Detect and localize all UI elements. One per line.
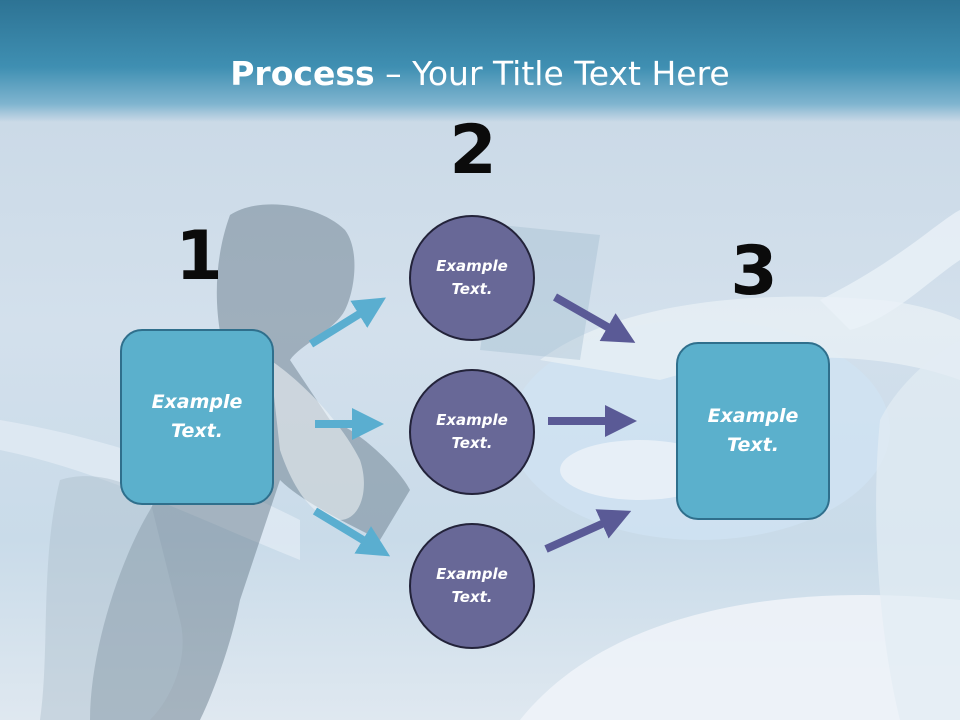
step-1-box: Example Text.	[120, 329, 274, 505]
arrow-box1-to-circle3	[312, 507, 391, 557]
step-3-box-text: Example Text.	[707, 405, 799, 456]
header-band	[0, 0, 960, 122]
slide-title: Process – Your Title Text Here	[0, 52, 960, 96]
step-number-2: 2	[449, 111, 497, 190]
circle-middle-text: Example Text.	[436, 411, 508, 452]
title-rest: – Your Title Text Here	[374, 54, 730, 93]
step-number-1: 1	[175, 217, 223, 296]
arrow-circle1-to-box3	[553, 293, 636, 343]
circle-bottom-text: Example Text.	[436, 565, 508, 606]
title-bold: Process	[230, 54, 375, 93]
step-2-circle-top: Example Text.	[409, 215, 535, 341]
step-3-box: Example Text.	[676, 342, 830, 520]
step-2-circle-bottom: Example Text.	[409, 523, 535, 649]
circle-top-text: Example Text.	[436, 257, 508, 298]
arrow-circle3-to-box3	[544, 509, 632, 553]
step-2-circle-middle: Example Text.	[409, 369, 535, 495]
step-1-box-text: Example Text.	[151, 391, 243, 442]
step-number-3: 3	[730, 232, 778, 311]
arrow-box1-to-circle1	[308, 297, 386, 348]
